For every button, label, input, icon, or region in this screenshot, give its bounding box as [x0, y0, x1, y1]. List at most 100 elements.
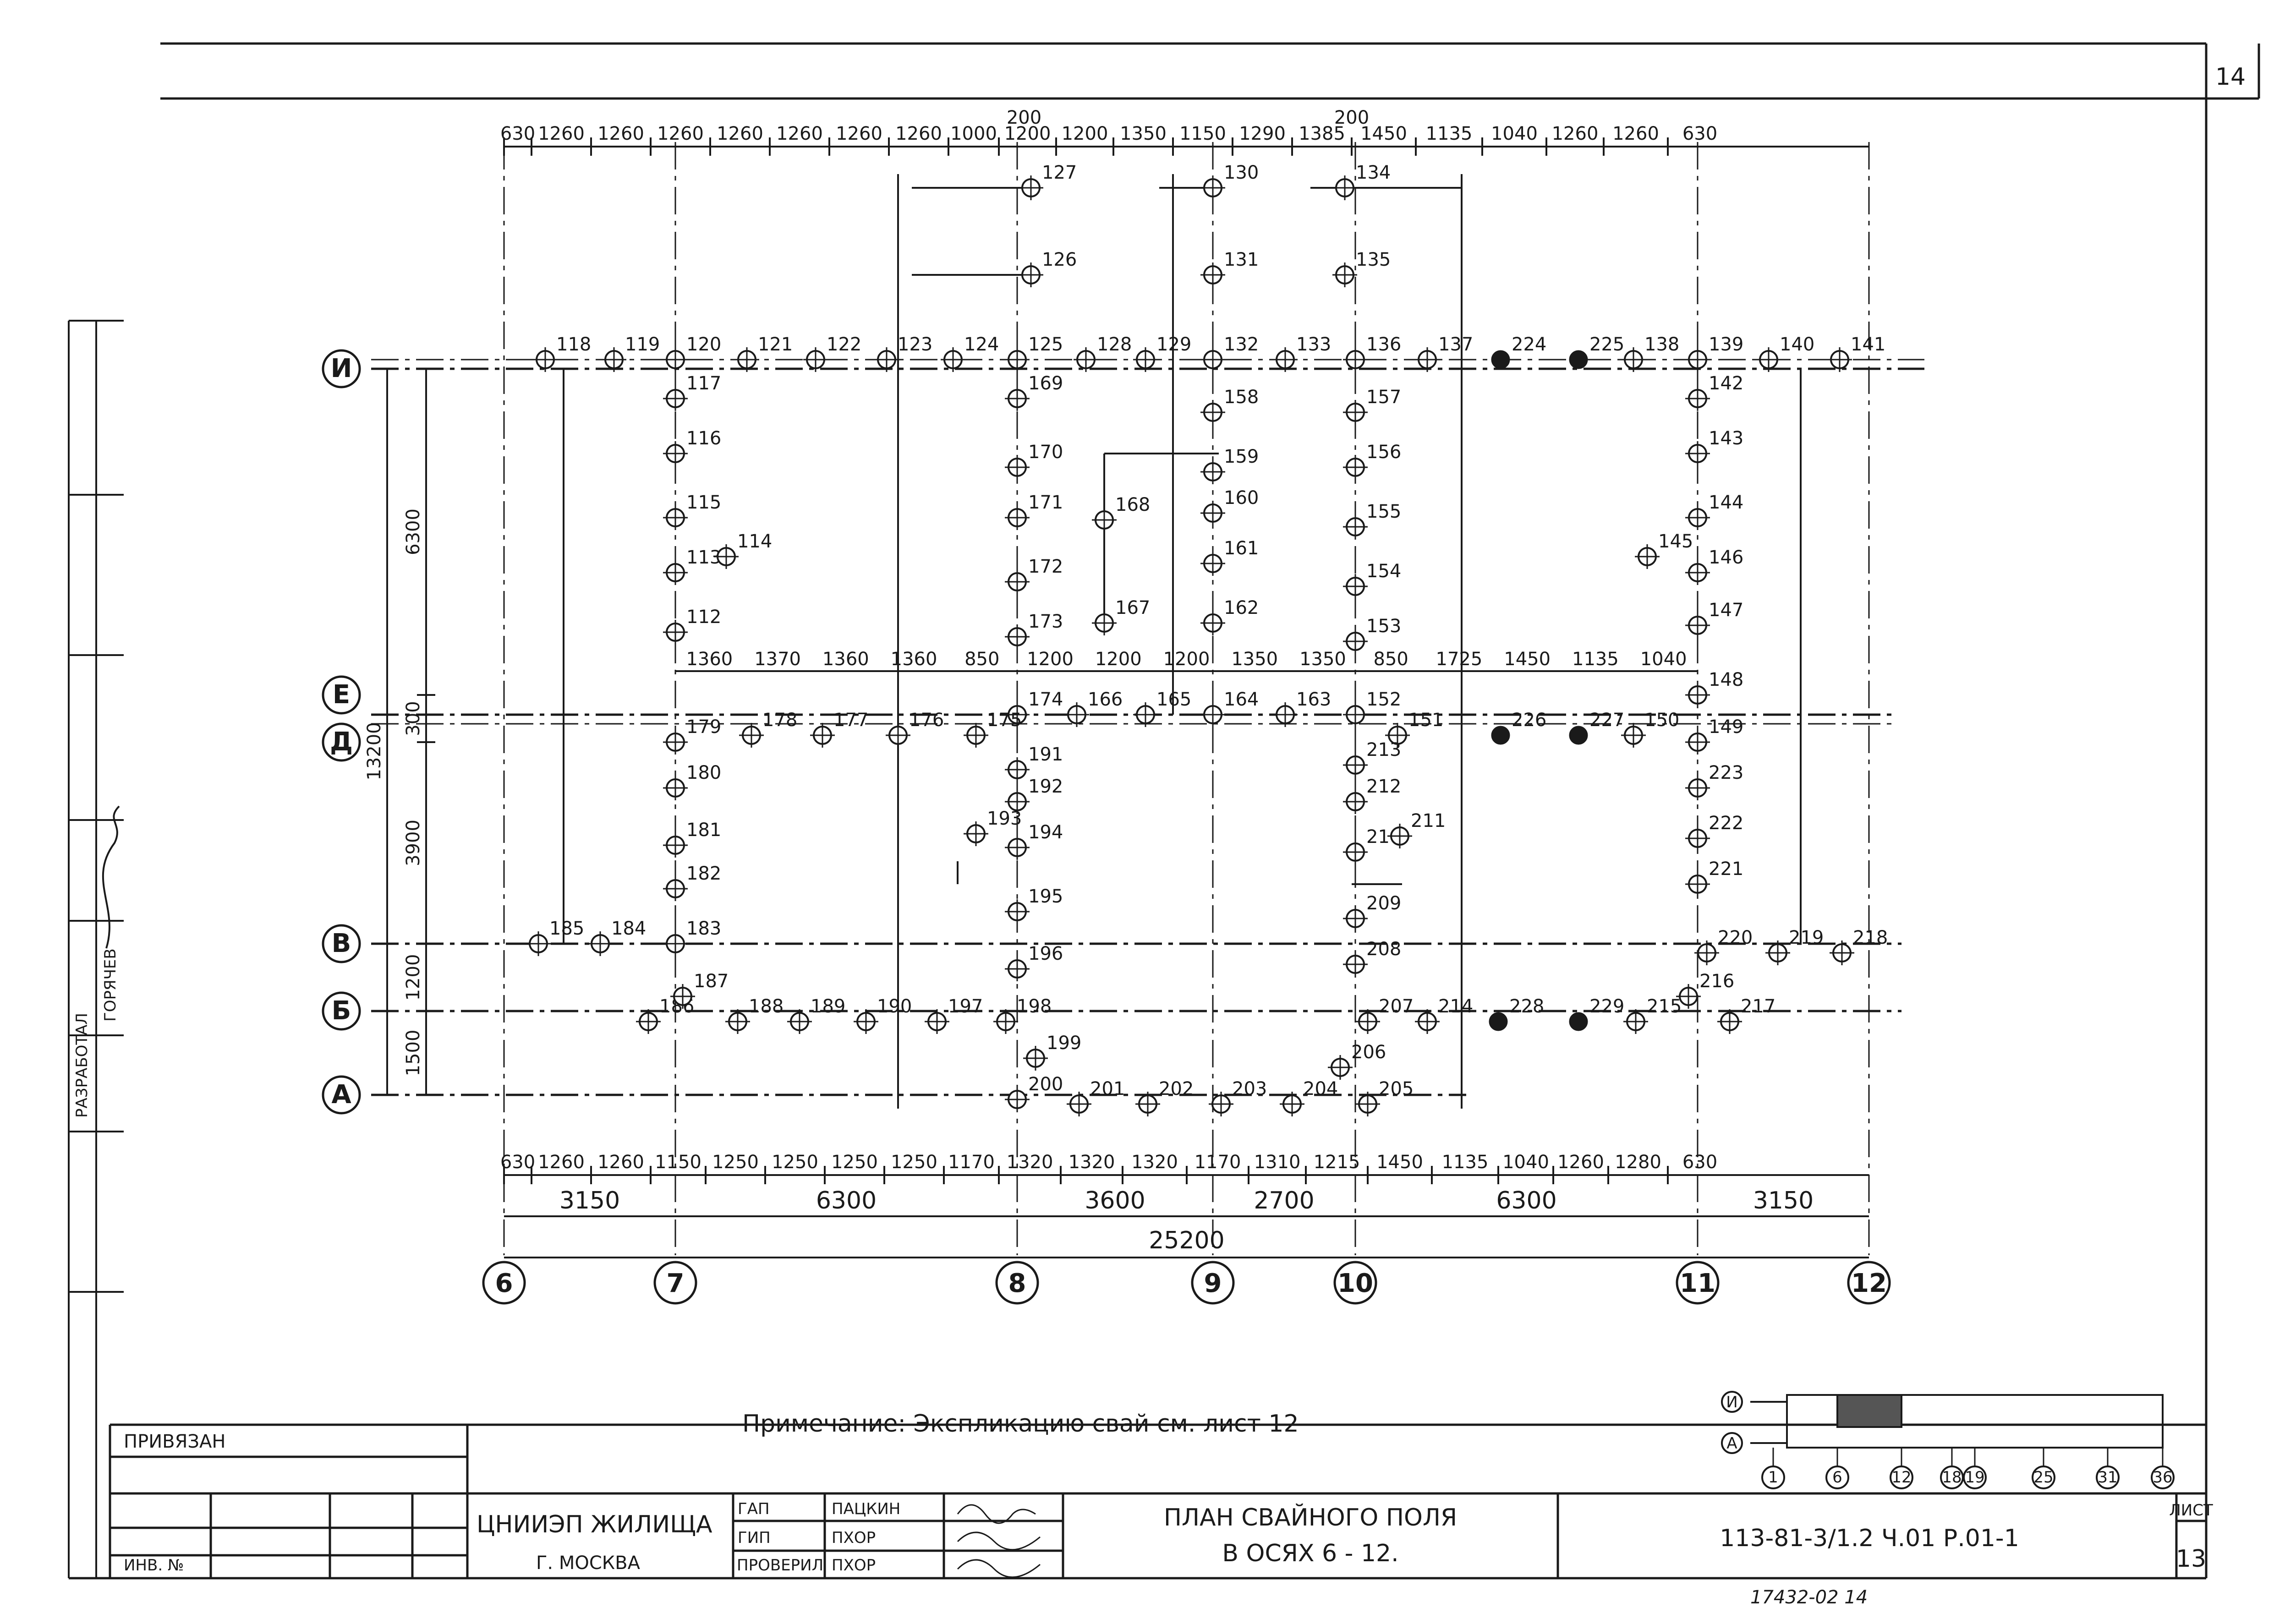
- pile-number: 144: [1709, 492, 1743, 513]
- pile-number: 135: [1356, 249, 1391, 270]
- key-plan-column-marker: 12: [1890, 1448, 1913, 1489]
- top-dimension-label: 1260: [597, 123, 644, 144]
- pile-number: 229: [1589, 996, 1624, 1017]
- pile: 182: [663, 863, 721, 901]
- pile: 175: [964, 710, 1022, 748]
- pile-number: 114: [737, 531, 772, 552]
- pile: 225: [1569, 334, 1624, 369]
- top-dimension-label: 1385: [1299, 123, 1345, 144]
- pile-number: 115: [686, 492, 721, 513]
- bottom-dimension-label: 1260: [597, 1152, 644, 1173]
- key-plan-row-label-a: А: [1726, 1434, 1737, 1453]
- pile: 218: [1830, 927, 1888, 965]
- pile: 115: [663, 492, 721, 530]
- pile-number: 193: [987, 808, 1022, 829]
- top-dimension-label: 1150: [1179, 123, 1226, 144]
- pile: 127: [1019, 162, 1077, 200]
- key-plan-bubble: [2096, 1465, 2120, 1489]
- axis-bubble: [322, 722, 361, 762]
- pile: 185: [526, 918, 584, 956]
- pile-number: 226: [1512, 710, 1546, 731]
- pile-number: 213: [1366, 739, 1401, 760]
- top-dimension-label: 1135: [1426, 123, 1473, 144]
- pile: 161: [1200, 538, 1259, 576]
- pile-number: 113: [686, 547, 721, 568]
- bottom-dimension-label: 1320: [1069, 1152, 1115, 1173]
- pile: 213: [1343, 739, 1401, 777]
- pile-number: 214: [1438, 996, 1473, 1017]
- pile: 188: [725, 996, 784, 1034]
- pile: 166: [1064, 689, 1123, 727]
- pile-number: 199: [1047, 1033, 1081, 1054]
- bottom-dimension-label: 630: [1682, 1152, 1717, 1173]
- pile: 194: [1005, 822, 1063, 860]
- pile: 167: [1092, 597, 1150, 635]
- row-axis-marker: И: [322, 349, 361, 388]
- pile-number: 150: [1644, 710, 1679, 731]
- pile: 224: [1491, 334, 1546, 369]
- pile-number: 126: [1042, 249, 1077, 270]
- pile: 130: [1200, 162, 1259, 200]
- pile-number: 206: [1351, 1042, 1386, 1063]
- top-dimension-label: 1200: [1004, 123, 1051, 144]
- pile: 113: [663, 547, 721, 585]
- pile-number: 209: [1366, 893, 1401, 914]
- pile: 162: [1200, 597, 1259, 635]
- pile: 212: [1343, 776, 1401, 814]
- pile-number: 148: [1709, 669, 1743, 690]
- pile-number: 200: [1028, 1074, 1063, 1095]
- key-plan-column-marker: 31: [2096, 1448, 2120, 1489]
- pile: 120: [663, 334, 721, 372]
- pile-number: 133: [1296, 334, 1331, 355]
- bottom-dimension-label: 1320: [1131, 1152, 1178, 1173]
- pile: 163: [1273, 689, 1331, 727]
- left-dimension-label: 1200: [403, 954, 424, 1001]
- pile: 144: [1685, 492, 1743, 530]
- pile: 198: [993, 996, 1052, 1034]
- key-plan-row-marker-a: [1721, 1432, 1743, 1454]
- inv-label: ИНВ. №: [124, 1556, 184, 1575]
- pile: 159: [1200, 446, 1259, 484]
- column-axis-marker: 10: [1333, 1261, 1377, 1305]
- row-e-dimension-label: 1200: [1163, 649, 1210, 670]
- key-plan-column-marker: 18: [1940, 1448, 1964, 1489]
- key-plan-label: 12: [1891, 1468, 1911, 1487]
- row-e-dimension-label: 850: [964, 649, 999, 670]
- top-extra-200a: 200: [1007, 107, 1041, 128]
- axis-label: 8: [1008, 1269, 1026, 1298]
- bottom-group-label: 6300: [816, 1187, 877, 1214]
- row-e-dimension-label: 1725: [1436, 649, 1483, 670]
- pile: 229: [1569, 996, 1624, 1031]
- pile-number: 125: [1028, 334, 1063, 355]
- bottom-group-label: 3150: [1753, 1187, 1814, 1214]
- key-plan-bubble: [1890, 1465, 1913, 1489]
- pile-number: 147: [1709, 600, 1743, 621]
- pile: 215: [1623, 996, 1682, 1034]
- pile-number: 224: [1512, 334, 1546, 355]
- pile: 192: [1005, 776, 1063, 814]
- pile: 217: [1717, 996, 1775, 1034]
- pile: 179: [663, 716, 721, 755]
- pile-number: 170: [1028, 442, 1063, 463]
- pile-number: 167: [1115, 597, 1150, 618]
- title-block-lines: [110, 1425, 2206, 1578]
- sheet-frame: [69, 42, 2260, 1580]
- pile: 196: [1005, 943, 1063, 981]
- pile-number: 207: [1379, 996, 1414, 1017]
- bottom-group-label: 6300: [1496, 1187, 1556, 1214]
- pile-number: 117: [686, 373, 721, 394]
- top-dimension-label: 1290: [1239, 123, 1286, 144]
- bottom-dimension-label: 1135: [1442, 1152, 1489, 1173]
- bottom-dimension-label: 1250: [831, 1152, 878, 1173]
- axis-bubble: [322, 991, 361, 1031]
- pile: 187: [670, 971, 729, 1009]
- pile: 169: [1005, 373, 1063, 411]
- pile-number: 198: [1017, 996, 1052, 1017]
- pile-number: 141: [1851, 334, 1885, 355]
- signature-scribble-2: [957, 1531, 1041, 1551]
- pile: 177: [810, 710, 868, 748]
- pile-number: 131: [1224, 249, 1259, 270]
- pile: 184: [588, 918, 646, 956]
